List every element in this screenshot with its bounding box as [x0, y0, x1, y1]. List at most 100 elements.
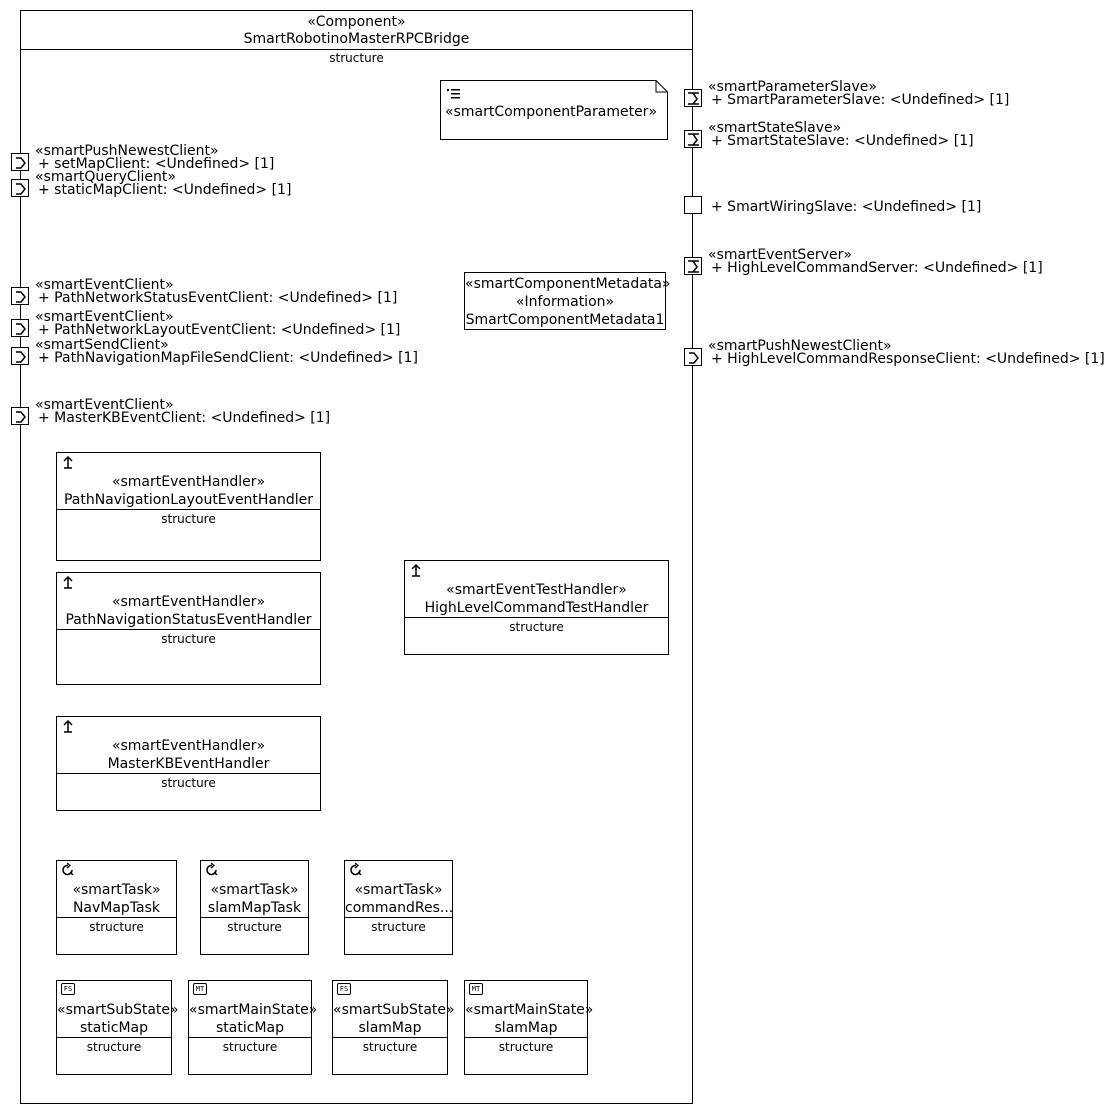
compartment-divider	[57, 629, 320, 630]
port-stereotype: «smartParameterSlave»	[708, 79, 877, 95]
task-name: slamMapTask	[207, 900, 302, 916]
handler-stereotype: «smartEventTestHandler»	[446, 582, 627, 598]
client-port-icon	[16, 411, 26, 423]
task-slamMapTask[interactable]: «smartTask» slamMapTask structure	[200, 860, 309, 955]
port-PathNavigationMapFileSendClient[interactable]	[11, 347, 29, 365]
substate-icon: FS	[337, 983, 351, 995]
port-PathNetworkLayoutEventClient[interactable]	[11, 319, 29, 337]
port-label: + SmartParameterSlave: <Undefined> [1]	[711, 92, 1010, 108]
port-stereotype: «smartEventClient»	[35, 309, 174, 325]
mainstate-icon: MT	[193, 983, 207, 995]
port-label: + SmartStateSlave: <Undefined> [1]	[711, 133, 974, 149]
server-port-icon	[688, 133, 699, 146]
port-stereotype: «smartEventServer»	[708, 247, 852, 263]
port-SmartWiringSlave[interactable]	[684, 196, 702, 214]
event-handler-icon	[411, 563, 421, 577]
compartment-divider	[333, 1037, 447, 1038]
note-shape	[440, 80, 668, 140]
port-label: + SmartWiringSlave: <Undefined> [1]	[711, 199, 982, 215]
event-handler-PathNavigationStatusEventHandler[interactable]: «smartEventHandler» PathNavigationStatus…	[56, 572, 321, 685]
port-stereotype: «smartPushNewestClient»	[35, 143, 219, 159]
task-NavMapTask[interactable]: «smartTask» NavMapTask structure	[56, 860, 177, 955]
port-SmartParameterSlave[interactable]	[684, 89, 702, 107]
state-structure-label: structure	[498, 1040, 554, 1054]
state-stereotype: «smartMainState»	[189, 1002, 318, 1018]
metadata-information: «Information»	[515, 294, 615, 310]
compartment-divider	[405, 617, 668, 618]
compartment-divider	[57, 1037, 171, 1038]
port-stereotype: «smartSendClient»	[35, 337, 169, 353]
server-port-icon	[688, 260, 699, 273]
port-stereotype: «smartPushNewestClient»	[708, 338, 892, 354]
compartment-divider	[345, 917, 452, 918]
compartment-divider	[57, 917, 176, 918]
port-setMapClient[interactable]	[11, 153, 29, 171]
event-handler-PathNavigationLayoutEventHandler[interactable]: «smartEventHandler» PathNavigationLayout…	[56, 452, 321, 561]
state-structure-label: structure	[222, 1040, 278, 1054]
mainstate-icon: MT	[469, 983, 483, 995]
task-structure-label: structure	[227, 920, 282, 934]
server-port-icon	[688, 92, 699, 105]
substate-icon: FS	[61, 983, 75, 995]
port-stereotype: «smartEventClient»	[35, 277, 174, 293]
handler-structure-label: structure	[509, 620, 564, 634]
port-PathNetworkStatusEventClient[interactable]	[11, 287, 29, 305]
event-handler-MasterKBEventHandler[interactable]: «smartEventHandler» MasterKBEventHandler…	[56, 716, 321, 811]
task-name: NavMapTask	[72, 900, 161, 916]
client-port-icon	[16, 351, 26, 363]
handler-structure-label: structure	[161, 512, 216, 526]
port-stereotype: «smartStateSlave»	[708, 120, 842, 136]
component-name: SmartRobotinoMasterRPCBridge	[243, 31, 470, 47]
state-name: slamMap	[494, 1020, 558, 1036]
handler-name: PathNavigationLayoutEventHandler	[63, 492, 314, 508]
port-HighLevelCommandServer[interactable]	[684, 257, 702, 275]
client-port-icon	[16, 323, 26, 335]
task-structure-label: structure	[371, 920, 426, 934]
compartment-divider	[201, 917, 308, 918]
port-label: + PathNetworkLayoutEventClient: <Undefin…	[38, 322, 401, 338]
component-metadata-box[interactable]: «smartComponentMetadata» «Information» S…	[464, 272, 670, 330]
task-commandRes[interactable]: «smartTask» commandRes... structure	[344, 860, 453, 955]
state-name: staticMap	[216, 1020, 284, 1036]
port-label: + MasterKBEventClient: <Undefined> [1]	[38, 410, 331, 426]
component-header: «Component» SmartRobotinoMasterRPCBridge	[21, 11, 692, 50]
state-stereotype: «smartSubState»	[57, 1002, 179, 1018]
client-port-icon	[689, 352, 699, 364]
task-stereotype: «smartTask»	[354, 882, 443, 898]
port-label: + HighLevelCommandServer: <Undefined> [1…	[711, 260, 1043, 276]
metadata-name: SmartComponentMetadata1	[465, 312, 665, 328]
task-loop-icon	[350, 862, 362, 876]
component-stereotype: «Component»	[307, 14, 406, 30]
task-structure-label: structure	[89, 920, 144, 934]
handler-stereotype: «smartEventHandler»	[111, 594, 266, 610]
component-parameter-note[interactable]: «smartComponentParameter»	[440, 80, 668, 140]
handler-name: PathNavigationStatusEventHandler	[65, 612, 312, 628]
event-handler-icon	[63, 455, 73, 469]
state-main-slamMap[interactable]: MT «smartMainState» slamMap structure	[464, 980, 593, 1075]
client-port-icon	[16, 291, 26, 303]
task-loop-icon	[206, 862, 218, 876]
list-icon	[447, 89, 460, 99]
compartment-divider	[465, 1037, 587, 1038]
state-sub-slamMap[interactable]: FS «smartSubState» slamMap structure	[332, 980, 455, 1075]
port-label: + PathNavigationMapFileSendClient: <Unde…	[38, 350, 418, 366]
state-main-staticMap[interactable]: MT «smartMainState» staticMap structure	[188, 980, 318, 1075]
state-sub-staticMap[interactable]: FS «smartSubState» staticMap structure	[56, 980, 179, 1075]
port-HighLevelCommandResponseClient[interactable]	[684, 348, 702, 366]
state-name: slamMap	[358, 1020, 422, 1036]
port-label: + HighLevelCommandResponseClient: <Undef…	[711, 351, 1105, 367]
event-handler-icon	[63, 575, 73, 589]
state-structure-label: structure	[86, 1040, 142, 1054]
state-stereotype: «smartSubState»	[333, 1002, 455, 1018]
handler-stereotype: «smartEventHandler»	[111, 738, 266, 754]
event-test-handler-HighLevelCommandTestHandler[interactable]: «smartEventTestHandler» HighLevelCommand…	[404, 560, 669, 655]
handler-name: HighLevelCommandTestHandler	[424, 600, 649, 616]
event-handler-icon	[63, 719, 73, 733]
port-SmartStateSlave[interactable]	[684, 130, 702, 148]
task-name: commandRes...	[345, 900, 454, 916]
compartment-divider	[189, 1037, 311, 1038]
task-stereotype: «smartTask»	[72, 882, 161, 898]
state-structure-label: structure	[362, 1040, 418, 1054]
port-staticMapClient[interactable]	[11, 179, 29, 197]
port-MasterKBEventClient[interactable]	[11, 407, 29, 425]
